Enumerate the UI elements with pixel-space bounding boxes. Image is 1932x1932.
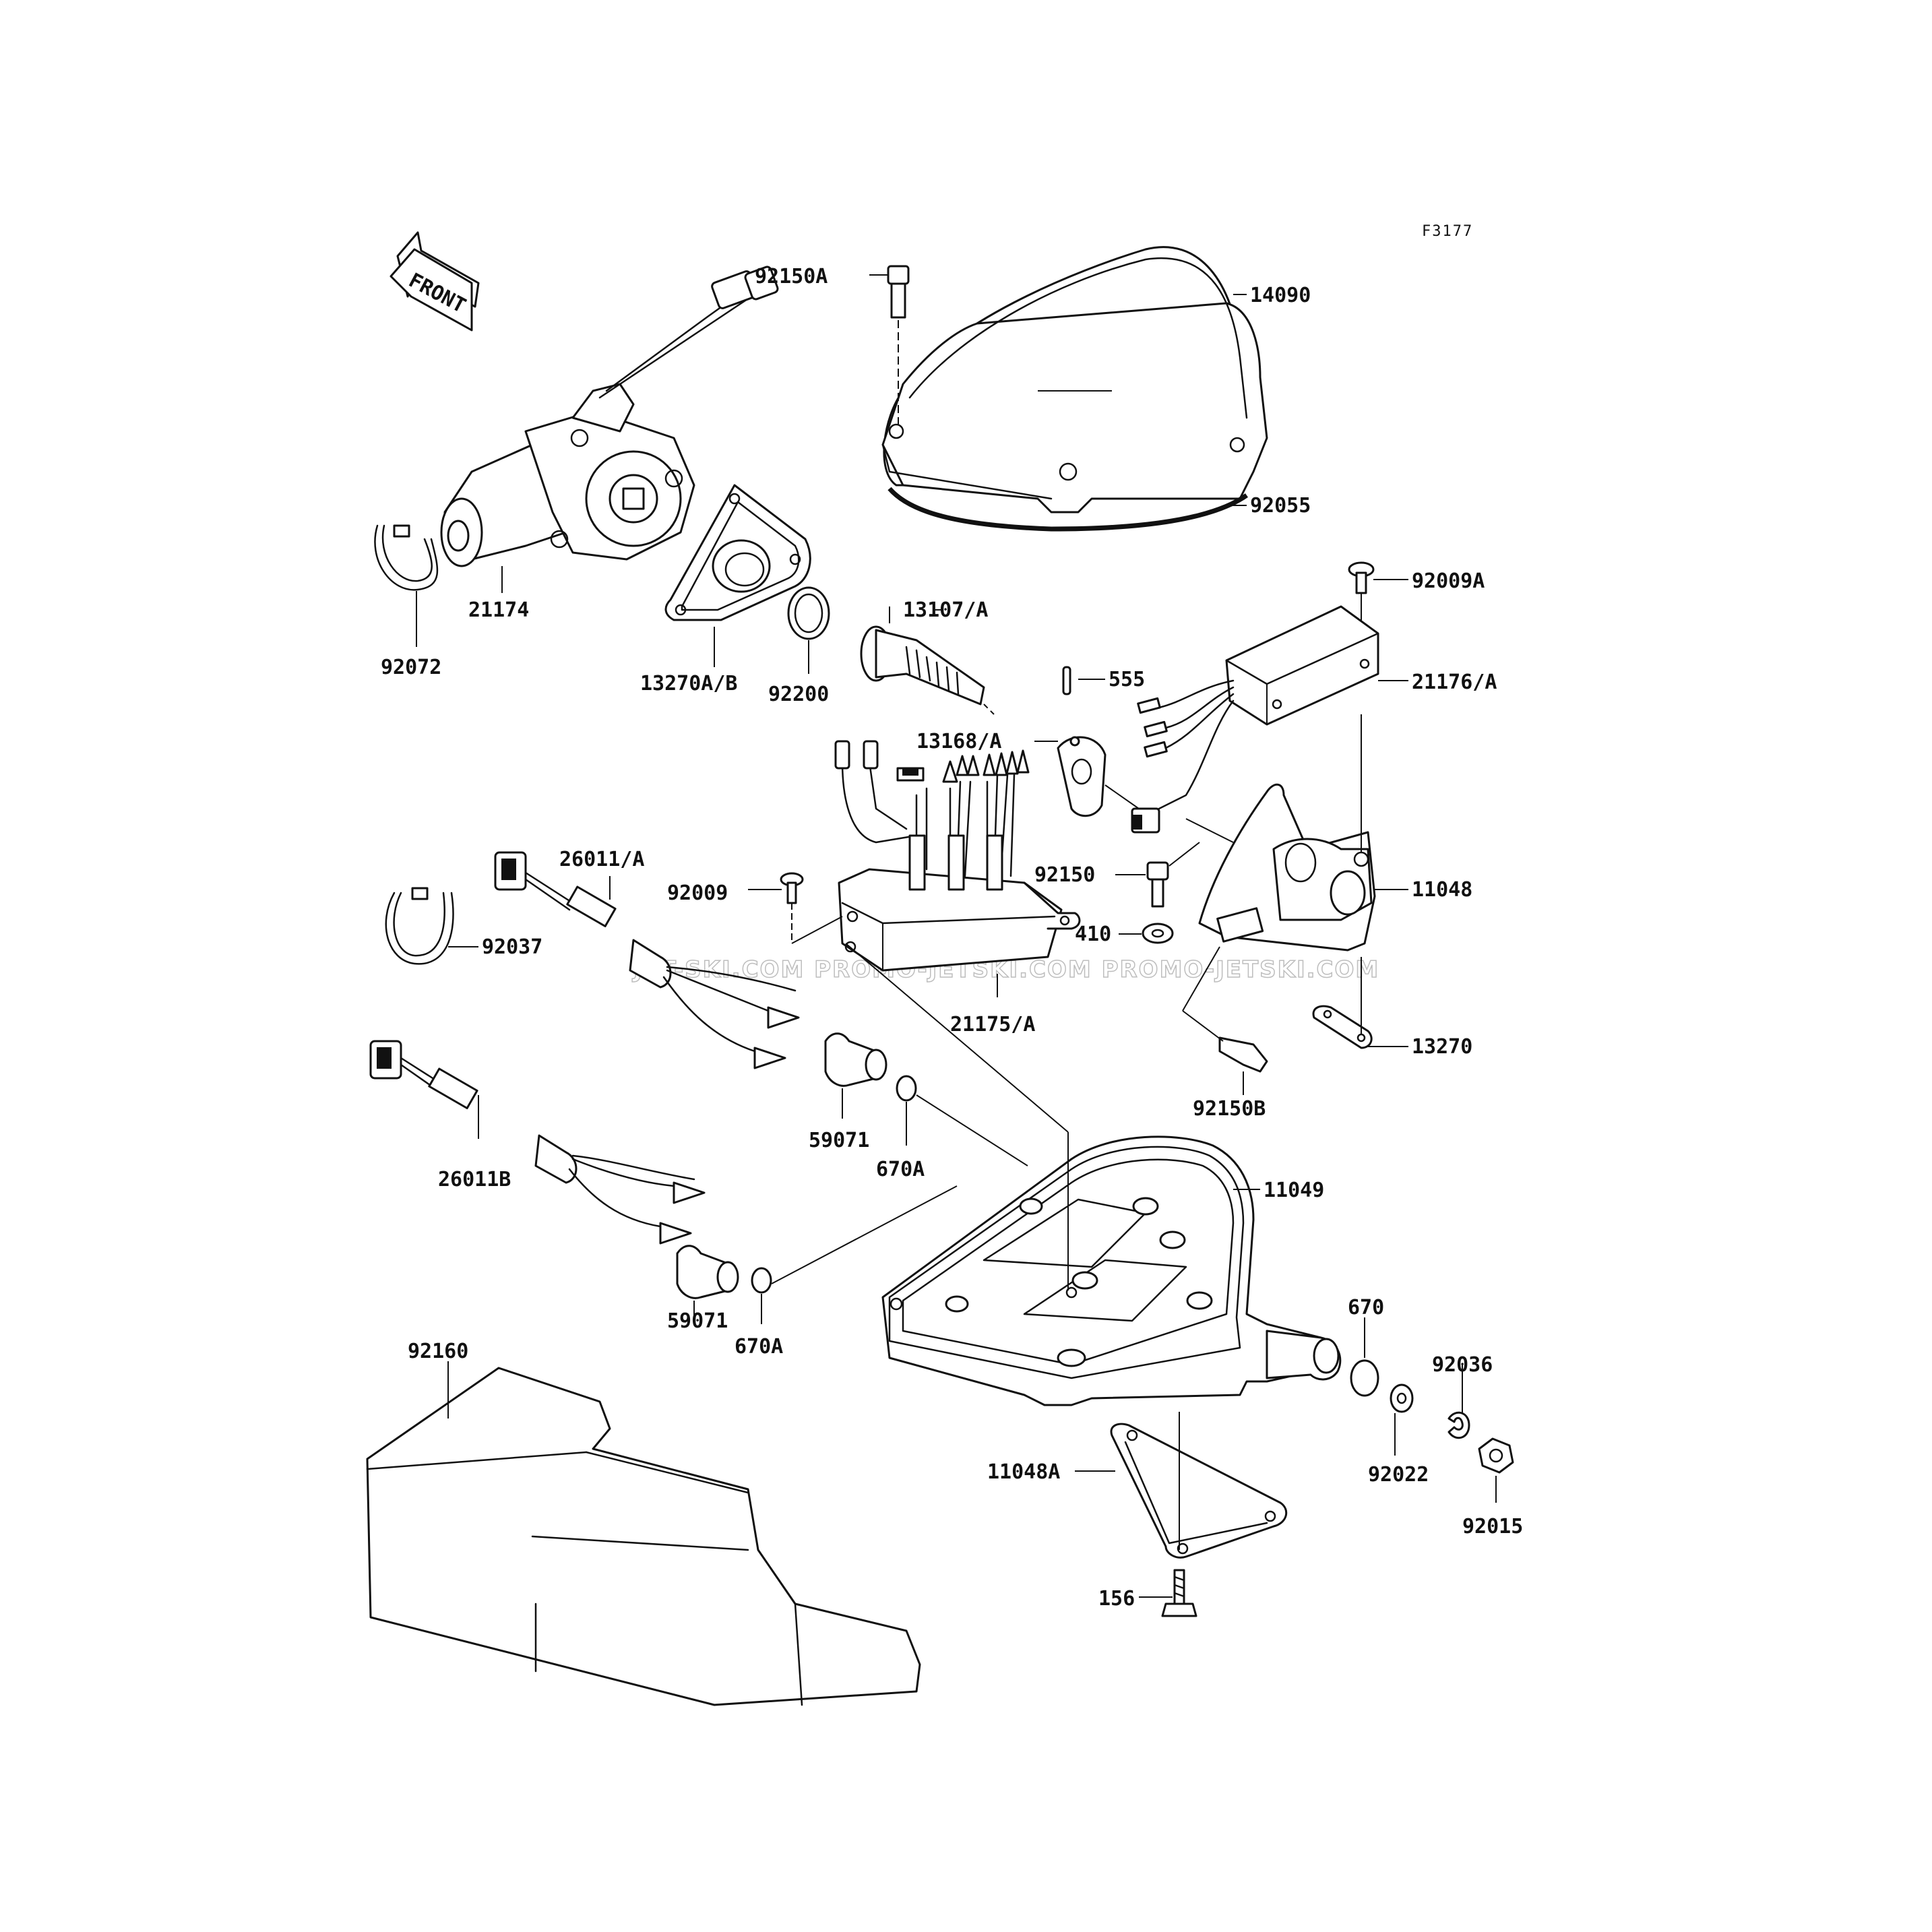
label-26011A: 26011/A [559, 848, 644, 871]
label-92055: 92055 [1250, 494, 1311, 518]
bolt-92150B [1182, 946, 1268, 1095]
label-26011B: 26011B [438, 1168, 511, 1191]
tie-92037 [385, 887, 478, 965]
cover-92160 [366, 1361, 921, 1706]
plate-13270 [1312, 957, 1408, 1049]
label-11048: 11048 [1412, 878, 1472, 902]
label-13168A: 13168/A [916, 730, 1001, 753]
label-21175A: 21175/A [950, 1013, 1035, 1036]
label-92072: 92072 [381, 656, 441, 679]
shaft-13107A [860, 606, 995, 715]
label-92200: 92200 [768, 683, 829, 706]
label-14090: 14090 [1250, 284, 1311, 307]
label-13107A: 13107/A [903, 598, 988, 622]
bracket-11048 [1185, 714, 1408, 952]
label-92150: 92150 [1034, 863, 1095, 887]
label-59071-lower: 59071 [667, 1309, 728, 1333]
label-555: 555 [1109, 668, 1145, 691]
label-59071-upper: 59071 [809, 1129, 869, 1152]
sensor-26011A [494, 851, 800, 1069]
label-11049: 11049 [1264, 1179, 1324, 1202]
label-92037: 92037 [482, 935, 542, 959]
nut-92015 [1478, 1437, 1514, 1503]
cdi-box-21175A [834, 740, 1081, 997]
label-13270AB: 13270A/B [640, 672, 738, 695]
module-21176A [1131, 605, 1408, 834]
label-21174: 21174 [468, 598, 529, 622]
oring-670A-lower [751, 1185, 958, 1324]
fitting-59071-upper [824, 1032, 887, 1119]
fitting-59071-lower [676, 1245, 739, 1324]
box-11049 [845, 943, 1342, 1406]
label-410: 410 [1075, 923, 1111, 946]
label-156: 156 [1098, 1587, 1135, 1611]
figure-code: F3177 [1422, 223, 1473, 240]
bracket-11048A [1075, 1412, 1288, 1559]
label-92150B: 92150B [1193, 1097, 1266, 1121]
cover-14090 [881, 246, 1268, 532]
label-21176A: 21176/A [1412, 671, 1497, 694]
motor-21174 [440, 266, 779, 567]
lockwasher-92036 [1447, 1365, 1470, 1439]
front-arrow-icon: FRONT [389, 231, 480, 332]
label-670: 670 [1348, 1296, 1384, 1319]
bolt-156 [1139, 1569, 1197, 1617]
label-670A-upper: 670A [876, 1158, 925, 1181]
ring-92200 [787, 586, 830, 674]
label-92160: 92160 [408, 1340, 468, 1363]
label-92009: 92009 [667, 881, 728, 905]
lever-13168A [1034, 736, 1140, 817]
label-92009A: 92009A [1412, 569, 1485, 593]
label-92022: 92022 [1368, 1463, 1429, 1487]
tie-92072 [374, 524, 439, 647]
oring-670 [1350, 1317, 1379, 1397]
label-13270: 13270 [1412, 1035, 1472, 1059]
washer-92022 [1390, 1383, 1414, 1456]
bolt-92150A [887, 265, 910, 425]
bolt-92150 [1115, 842, 1200, 908]
label-92015: 92015 [1462, 1515, 1523, 1538]
washer-410 [1119, 923, 1174, 944]
sensor-26011B [369, 1040, 706, 1245]
screw-92009 [748, 872, 843, 944]
oring-670A-upper [896, 1075, 1028, 1166]
pin-555 [1062, 666, 1105, 695]
label-92036: 92036 [1432, 1353, 1493, 1377]
label-11048A: 11048A [987, 1460, 1060, 1484]
gasket-13270AB [664, 484, 811, 667]
label-92150A: 92150A [755, 265, 828, 288]
label-670A-lower: 670A [735, 1335, 783, 1359]
